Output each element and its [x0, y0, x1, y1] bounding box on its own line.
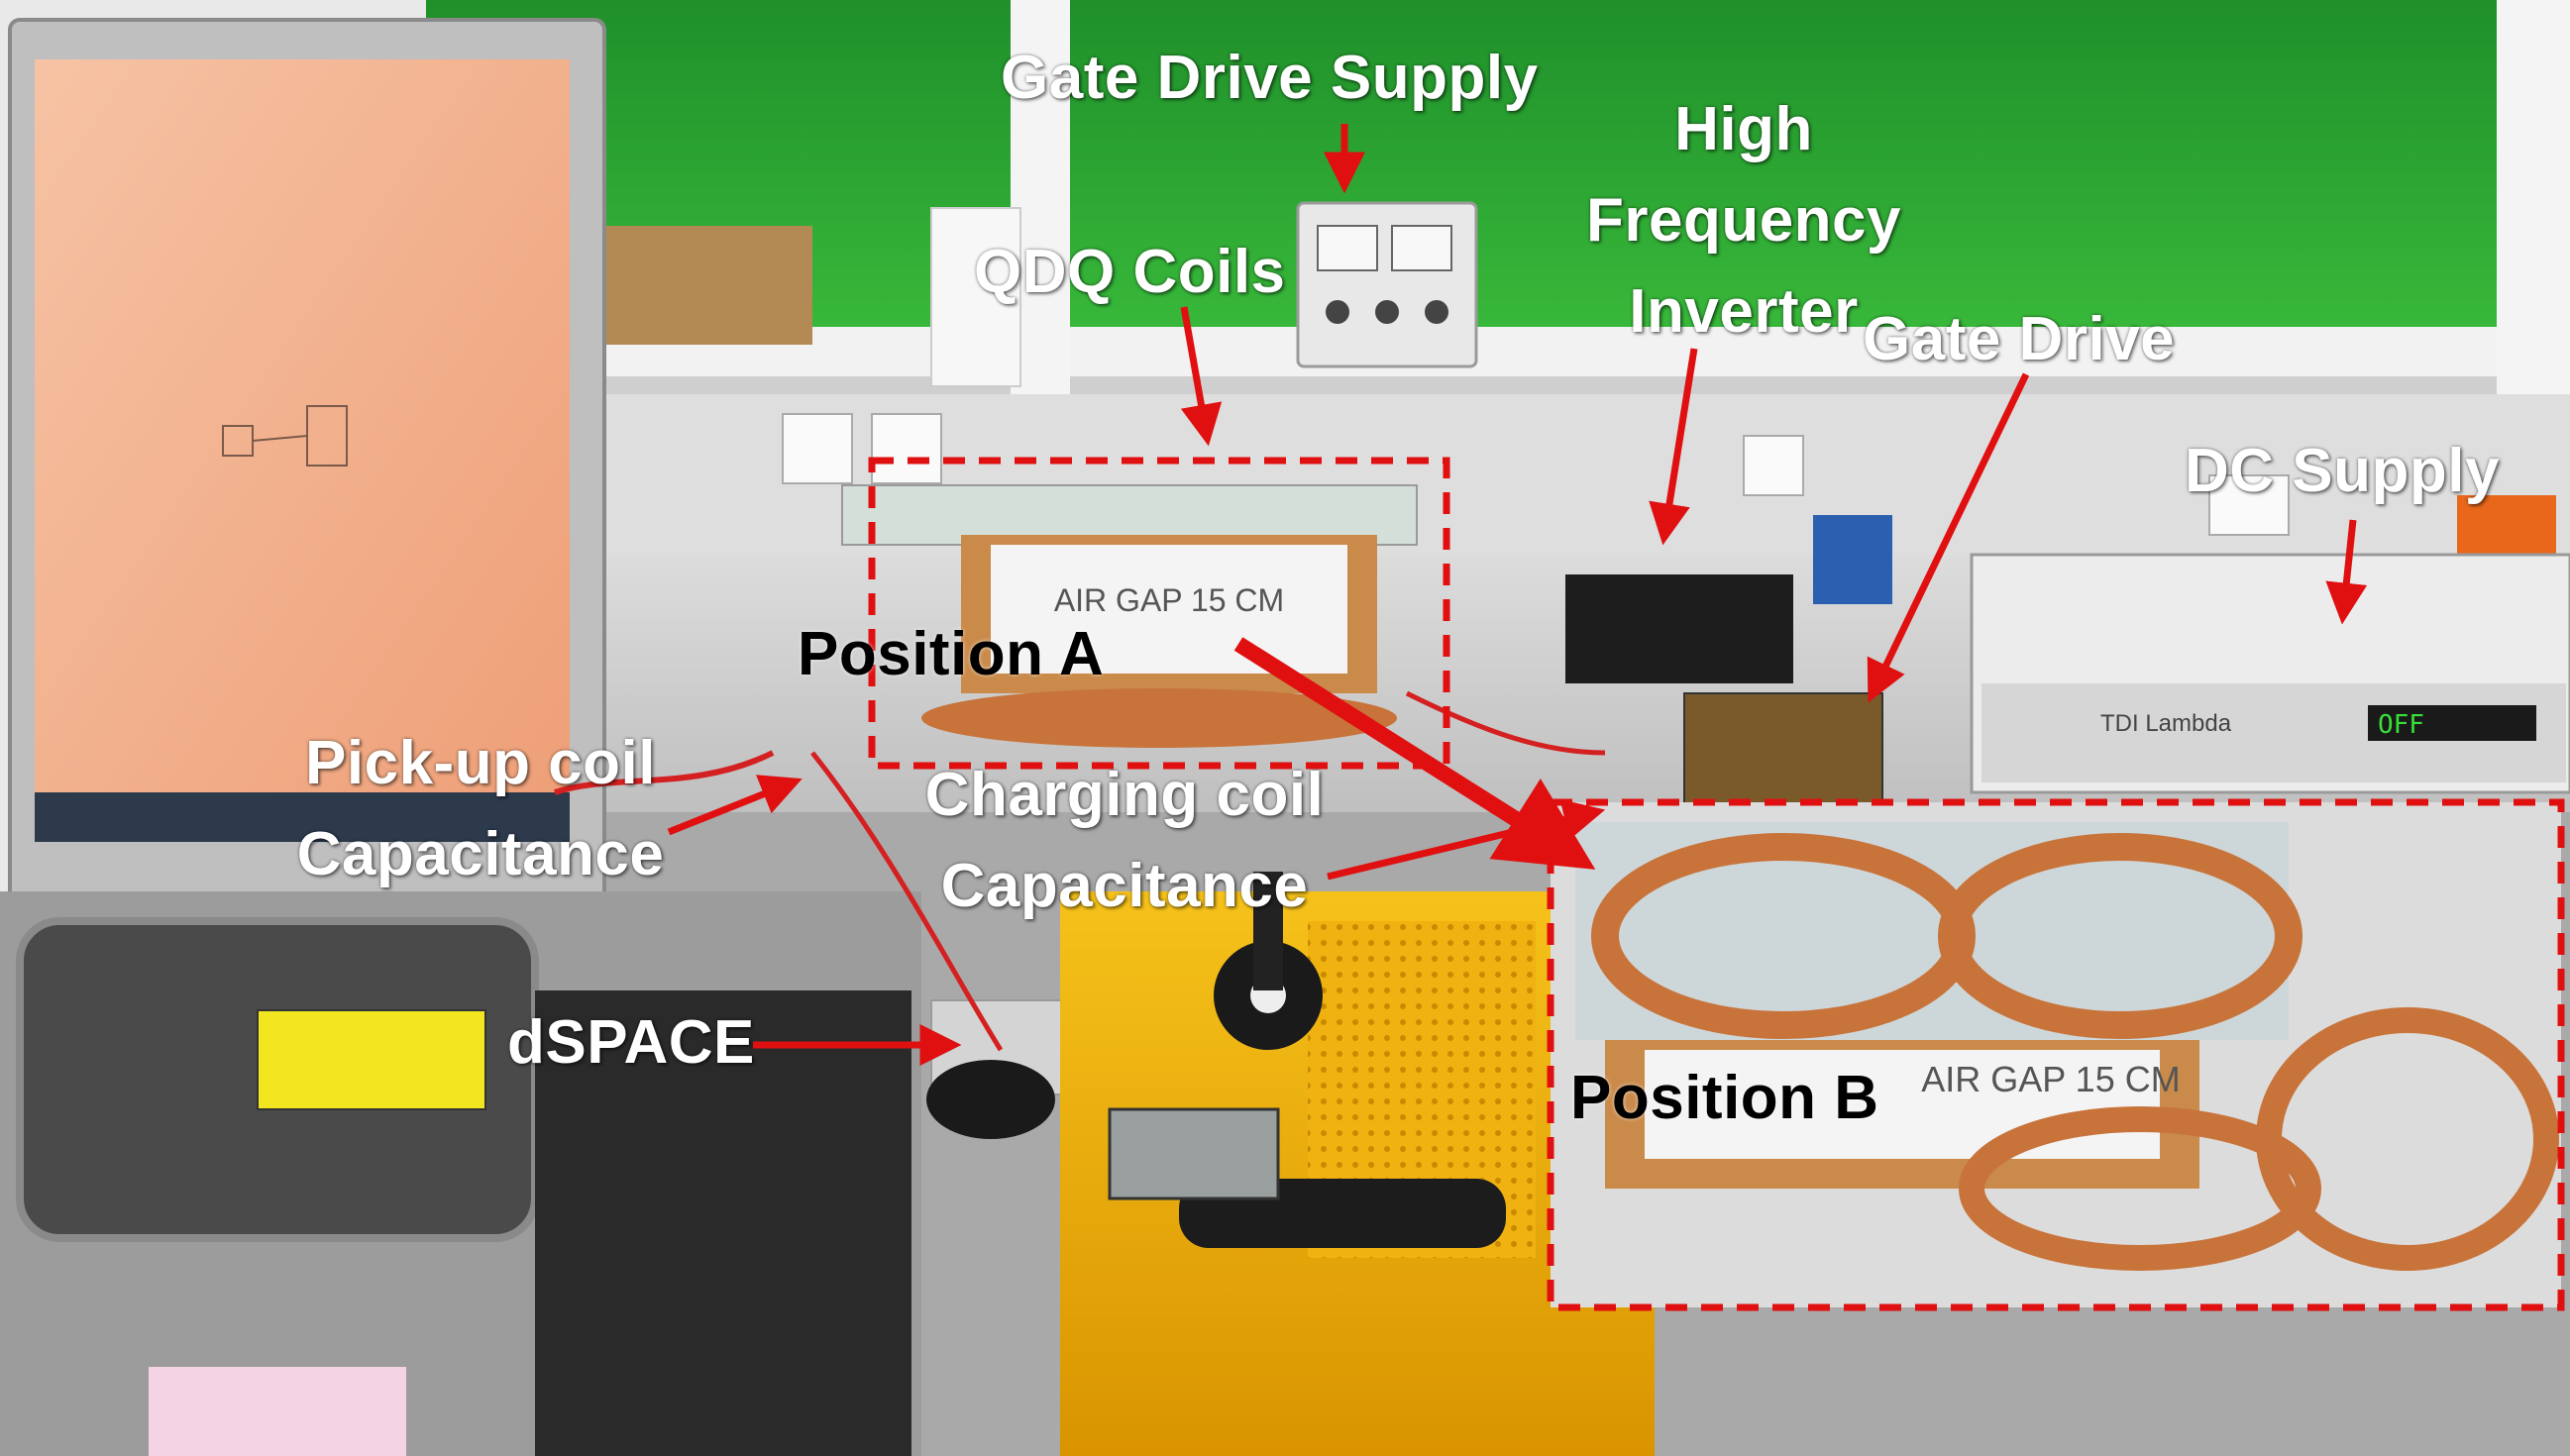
gate-drive-supply-knob-2	[1375, 300, 1399, 324]
pick-up-coil-line-2: Capacitance	[296, 820, 665, 888]
position-b-highlight-box	[1547, 798, 2565, 1311]
wall-socket-4	[2208, 474, 2290, 536]
charging-coil-arrow	[1327, 798, 1606, 881]
monitor-screen	[35, 59, 570, 842]
high-frequency-inverter-line-3: Inverter	[1629, 277, 1859, 346]
position-a-to-b-arrow	[1233, 637, 1596, 870]
gate-drive-supply-knob-3	[1425, 300, 1448, 324]
qdq-coils-arrow	[1180, 306, 1223, 447]
wall-socket-1	[782, 413, 853, 484]
high-frequency-inverter-unit	[1565, 574, 1793, 683]
pick-up-coil-arrow	[667, 775, 803, 836]
position-b-label: Position B	[1570, 1064, 1879, 1132]
position-a-label: Position A	[798, 620, 1105, 688]
wall-socket-3	[1743, 435, 1804, 496]
wall-socket-2	[871, 413, 942, 484]
shelf-edge	[535, 376, 2570, 394]
position-a-bottom-coil	[921, 688, 1397, 748]
position-b-bottom-coil-left	[1959, 1106, 2321, 1271]
position-a-highlight-box	[868, 457, 1450, 770]
shelf-upright-right	[2497, 0, 2570, 426]
red-cable-2	[810, 751, 1004, 1052]
red-cable-3	[1405, 690, 1606, 756]
dc-supply-display	[2368, 705, 2536, 741]
gate-drive-supply-label: Gate Drive Supply	[1001, 44, 1539, 112]
charging-coil-line-2: Capacitance	[940, 852, 1309, 920]
dspace-label: dSPACE	[507, 1008, 755, 1077]
high-frequency-inverter-arrow	[1649, 348, 1698, 546]
blue-connector	[1813, 515, 1892, 604]
pick-up-coil-line-1: Pick-up coil	[305, 729, 656, 797]
dc-supply-arrow	[2325, 519, 2368, 625]
high-frequency-inverter-label: High Frequency Inverter	[1555, 99, 1932, 343]
dc-supply-display-text: OFF	[2378, 710, 2424, 740]
gate-drive-arrow	[1867, 372, 2030, 703]
mouse	[926, 1060, 1055, 1139]
shelf-divider	[930, 207, 1021, 387]
pick-up-coil-capacitance-label: Pick-up coil Capacitance	[282, 733, 679, 885]
position-b-bottom-coil-right	[2256, 1007, 2559, 1271]
gate-drive-supply-meter-left	[1317, 225, 1378, 271]
position-b-air-gap-sign	[1645, 1050, 2160, 1159]
charging-coil-line-1: Charging coil	[924, 761, 1325, 829]
position-b-top-coil-right	[1938, 833, 2302, 1039]
position-a-air-gap-text: AIR GAP 15 CM	[1054, 582, 1284, 618]
charging-coil-capacitance-label: Charging coil Capacitance	[916, 765, 1333, 917]
dc-supply-brand-text: TDI Lambda	[2100, 710, 2232, 737]
yellow-tester-window	[1108, 1107, 1280, 1200]
high-frequency-inverter-line-1: High	[1674, 95, 1813, 163]
gate-drive-supply-knob-1	[1326, 300, 1349, 324]
high-frequency-inverter-line-2: Frequency	[1585, 186, 1902, 255]
gate-drive-board	[1683, 692, 1883, 813]
red-cable-1	[554, 750, 775, 795]
gate-drive-label: Gate Drive	[1863, 305, 2176, 373]
position-b-air-gap-text: AIR GAP 15 CM	[1921, 1059, 2180, 1099]
pc-label-sticker	[149, 1367, 406, 1456]
windows-taskbar	[35, 792, 570, 842]
qdq-coils-label: QDQ Coils	[974, 238, 1286, 306]
pc-vent	[535, 990, 911, 1456]
simulink-wire	[252, 435, 308, 442]
dc-supply-label: DC Supply	[2185, 437, 2500, 505]
position-a-air-gap-sign	[991, 545, 1347, 674]
gate-drive-supply-meter-right	[1391, 225, 1452, 271]
joystick	[1253, 872, 1283, 990]
pc-sticker	[257, 1009, 486, 1110]
